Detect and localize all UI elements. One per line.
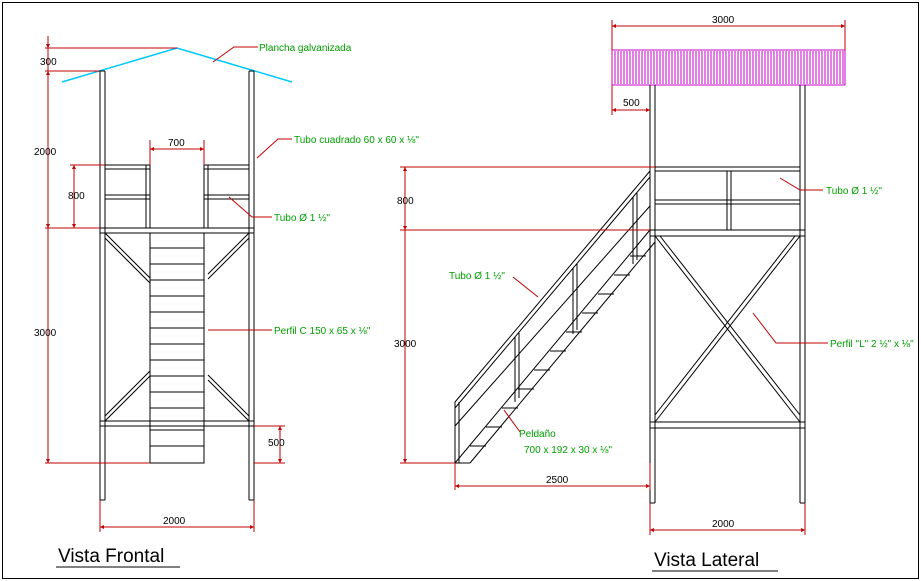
front-roof-sheet bbox=[61, 47, 293, 83]
side-width-dim bbox=[649, 503, 806, 535]
side-dim-stair-run: 2500 bbox=[546, 475, 569, 486]
side-platform-beam bbox=[649, 229, 806, 237]
front-post-annotation: Tubo cuadrado 60 x 60 x ⅛" bbox=[294, 135, 419, 146]
side-dim-overhang: 500 bbox=[623, 98, 640, 109]
front-bracing bbox=[104, 232, 250, 422]
front-roof-annotation: Plancha galvanizada bbox=[259, 43, 352, 54]
front-beam-annotation: Perfil C 150 x 65 x ⅛" bbox=[274, 326, 371, 337]
front-platform-beam bbox=[99, 227, 255, 234]
side-step-size: 700 x 192 x 30 x ⅛" bbox=[524, 445, 613, 456]
side-roof-corrugation bbox=[614, 51, 844, 84]
side-brace-annotation: Perfil "L" 2 ½" x ⅛" bbox=[830, 339, 914, 350]
side-vertical-dims bbox=[400, 166, 655, 464]
side-stair-run-dim bbox=[454, 463, 651, 490]
side-railings bbox=[655, 166, 800, 230]
side-dim-total-width: 2000 bbox=[712, 519, 735, 530]
side-roof-sheet bbox=[611, 49, 846, 86]
front-width-dim bbox=[99, 500, 255, 532]
side-step-label: Peldaño bbox=[519, 429, 556, 440]
side-overhang-dim bbox=[611, 85, 650, 115]
front-lower-beam bbox=[99, 420, 255, 427]
side-rail-annotation: Tubo Ø 1 ½" bbox=[826, 186, 882, 197]
side-dim-lower-height: 3000 bbox=[394, 339, 417, 350]
side-bracing bbox=[654, 235, 801, 423]
front-ladder bbox=[149, 232, 205, 464]
side-leaders bbox=[503, 177, 828, 433]
front-leaders bbox=[208, 46, 292, 331]
front-view-title: Vista Frontal bbox=[58, 546, 164, 567]
front-view: 300 2000 800 3000 700 500 bbox=[34, 36, 419, 568]
front-dim-roof-height: 300 bbox=[40, 57, 57, 68]
side-roof-width-dim bbox=[611, 20, 846, 50]
side-view: 3000 500 800 3000 2500 bbox=[394, 15, 914, 572]
side-dim-roof-width: 3000 bbox=[712, 15, 735, 26]
side-posts bbox=[649, 85, 806, 504]
front-posts bbox=[99, 70, 255, 501]
front-railings bbox=[105, 164, 249, 228]
front-base-dim bbox=[254, 425, 285, 464]
side-lower-beam bbox=[649, 421, 806, 429]
side-stair-handrail bbox=[454, 170, 651, 463]
side-dim-rail-height: 800 bbox=[397, 196, 414, 207]
side-stair-steps bbox=[454, 229, 656, 464]
front-dim-rail-height: 800 bbox=[68, 191, 85, 202]
front-dim-opening-width: 700 bbox=[168, 138, 185, 149]
side-stair-rail-annotation: Tubo Ø 1 ½" bbox=[449, 271, 505, 282]
front-dim-lower-height: 3000 bbox=[34, 328, 57, 339]
front-dim-total-width: 2000 bbox=[163, 516, 186, 527]
front-rail-annotation: Tubo Ø 1 ½" bbox=[274, 213, 330, 224]
front-opening-dim bbox=[149, 140, 205, 165]
front-dim-upper-height: 2000 bbox=[34, 147, 57, 158]
front-vertical-dims bbox=[45, 36, 177, 464]
side-view-title: Vista Lateral bbox=[654, 550, 759, 571]
front-dim-base-height: 500 bbox=[268, 438, 285, 449]
